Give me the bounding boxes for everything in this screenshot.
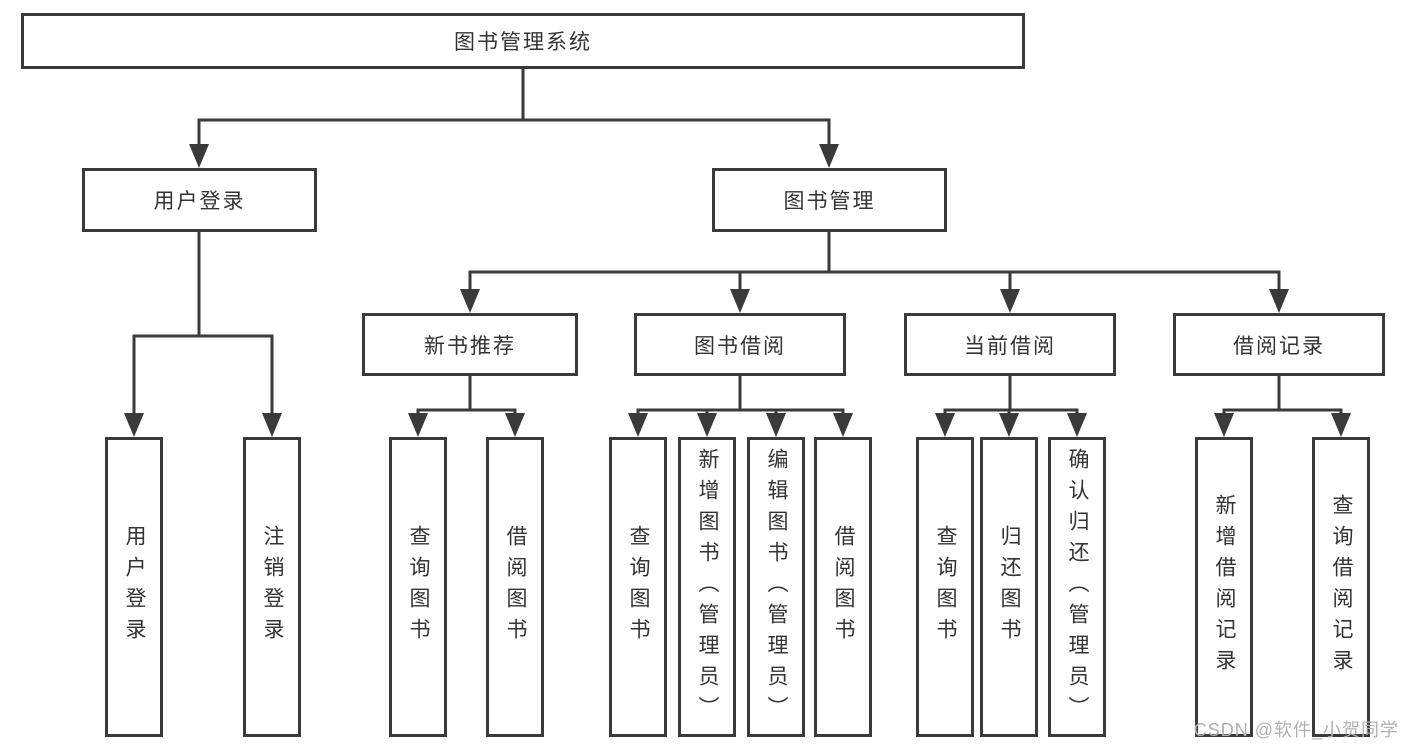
leaf-borrowing-query-books: 查询图书 [609,437,667,737]
leaf-current-query-books: 查询图书 [916,437,974,737]
leaf-edit-books-admin-label: 编辑图书（管理员） [765,447,788,727]
node-current-borrowing-label: 当前借阅 [964,334,1056,358]
leaf-confirm-return-admin: 确认归还（管理员） [1048,437,1106,737]
node-book-borrowing: 图书借阅 [634,313,846,376]
node-borrowing-records-label: 借阅记录 [1233,334,1325,358]
leaf-recommend-borrow-books-label: 借阅图书 [504,525,527,649]
node-borrowing-records: 借阅记录 [1173,313,1385,376]
leaf-query-borrow-record-label: 查询借阅记录 [1330,494,1353,680]
leaf-user-login-label: 用户登录 [123,525,146,649]
arrowheads [124,144,1351,437]
leaf-recommend-query-books: 查询图书 [389,437,447,737]
leaf-recommend-borrow-books: 借阅图书 [486,437,544,737]
leaf-borrowing-borrow-books-label: 借阅图书 [832,525,855,649]
node-user-login-label: 用户登录 [153,190,246,213]
leaf-confirm-return-admin-label: 确认归还（管理员） [1066,447,1089,727]
node-new-book-recommendation: 新书推荐 [362,313,578,376]
node-root-label: 图书管理系统 [454,31,592,54]
leaf-recommend-query-books-label: 查询图书 [407,525,430,649]
csdn-watermark: CSDN @软件_小贺同学 [1193,720,1399,740]
leaf-logout-label: 注销登录 [261,525,284,649]
node-book-borrowing-label: 图书借阅 [694,334,786,358]
leaf-logout: 注销登录 [243,437,301,737]
node-user-login: 用户登录 [82,168,317,232]
node-new-book-recommendation-label: 新书推荐 [424,334,516,358]
leaf-borrowing-query-books-label: 查询图书 [627,525,650,649]
leaf-borrowing-borrow-books: 借阅图书 [814,437,872,737]
node-book-management-label: 图书管理 [783,190,876,213]
node-book-management: 图书管理 [712,168,947,232]
node-current-borrowing: 当前借阅 [904,313,1116,376]
leaf-return-books: 归还图书 [980,437,1038,737]
node-root: 图书管理系统 [21,13,1025,69]
leaf-current-query-books-label: 查询图书 [934,525,957,649]
leaf-return-books-label: 归还图书 [998,525,1021,649]
leaf-add-books-admin-label: 新增图书（管理员） [696,447,719,727]
leaf-add-borrow-record-label: 新增借阅记录 [1213,494,1236,680]
leaf-add-borrow-record: 新增借阅记录 [1195,437,1253,737]
leaf-edit-books-admin: 编辑图书（管理员） [747,437,805,737]
leaf-add-books-admin: 新增图书（管理员） [678,437,736,737]
leaf-user-login: 用户登录 [105,437,163,737]
leaf-query-borrow-record: 查询借阅记录 [1312,437,1370,737]
